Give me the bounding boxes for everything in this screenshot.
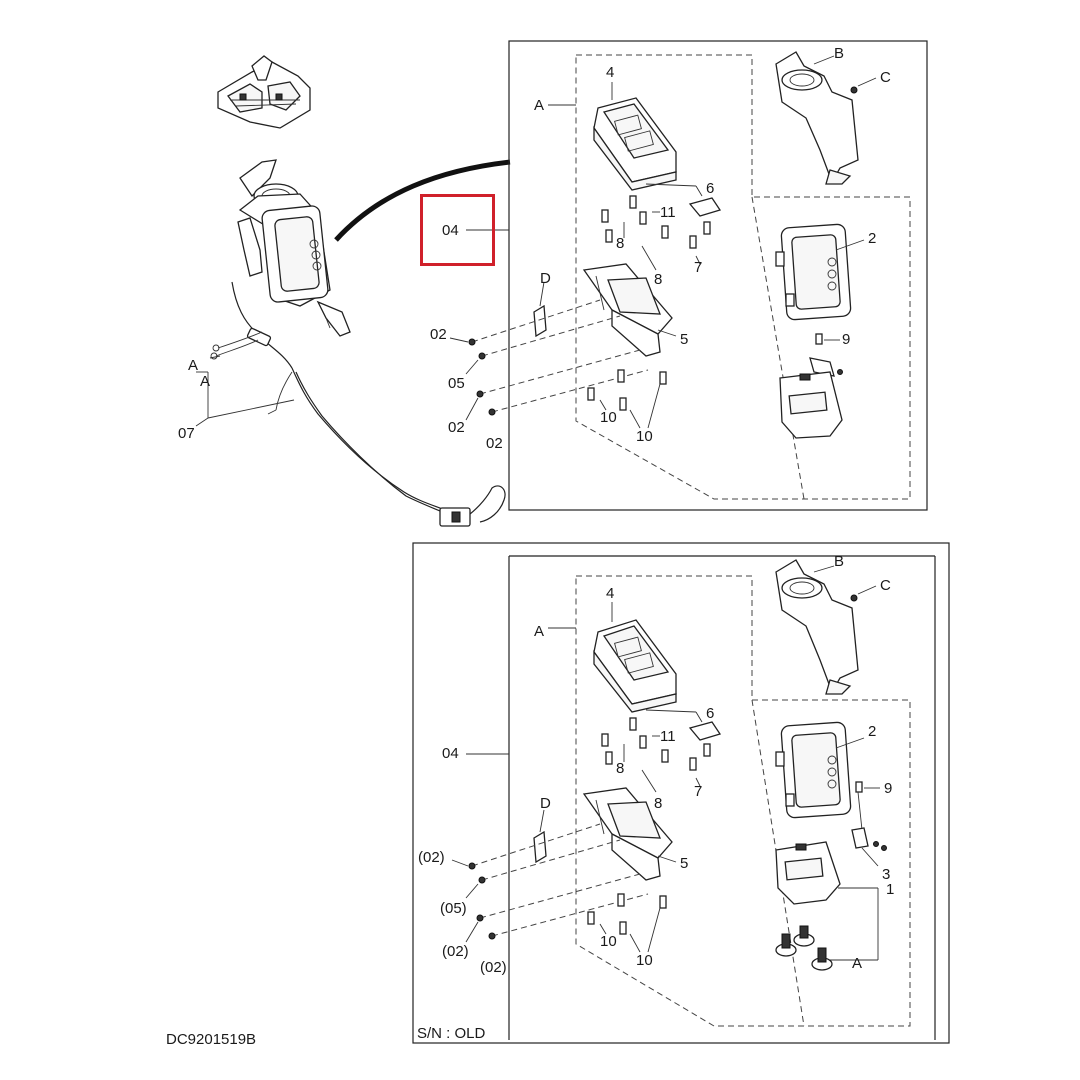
part-10-screws-bottom: [587, 893, 667, 935]
label-11-bottom: 11: [660, 728, 676, 745]
wire-harness-drawing: [210, 281, 506, 527]
label-7-bottom: 7: [694, 783, 702, 800]
part-9-3-bottom: [851, 781, 887, 867]
label-8-b: 8: [654, 271, 662, 288]
label-A-2: A: [200, 373, 210, 390]
bottom-diagram-frame: [412, 542, 950, 1044]
label-02-c-bottom: (02): [480, 959, 507, 976]
bottom-dashed-group: [575, 575, 911, 1027]
screws-bottom: [601, 717, 722, 771]
labels-left: A A 07: [178, 357, 210, 442]
drawing-code: DC9201519B: [166, 1031, 256, 1048]
label-4-bottom: 4: [606, 585, 614, 602]
labels-top-box: A 04 D 02 05 02 02 4 6 11 8 8 7 5 10 10 …: [430, 45, 891, 452]
label-5-bottom: 5: [680, 855, 688, 872]
label-C: C: [880, 69, 891, 86]
label-A-bottom: A: [852, 955, 862, 972]
part-9-screw: [809, 333, 843, 377]
label-7: 7: [694, 259, 702, 276]
label-A: A: [534, 97, 544, 114]
label-04: 04: [442, 222, 459, 239]
label-02-b: 02: [448, 419, 465, 436]
label-04-bottom: 04: [442, 745, 459, 762]
label-02-b-bottom: (02): [442, 943, 469, 960]
top-diagram-frame: [508, 40, 928, 511]
serial-note: S/N : OLD: [417, 1025, 486, 1042]
label-07: 07: [178, 425, 195, 442]
label-A-bottom-box: A: [534, 623, 544, 640]
label-11: 11: [660, 204, 676, 221]
label-6: 6: [706, 180, 714, 197]
part-2-panel-bottom: [775, 721, 852, 819]
label-B-bottom: B: [834, 553, 844, 570]
console-assembly-drawing: [237, 159, 351, 337]
knobs-bottom: [775, 925, 833, 971]
label-05-bottom: (05): [440, 900, 467, 917]
label-2-bottom: 2: [868, 723, 876, 740]
part-2-panel: [775, 223, 852, 321]
label-B: B: [834, 45, 844, 62]
label-8-a: 8: [616, 235, 624, 252]
label-D-bottom: D: [540, 795, 551, 812]
part-5-bracket: [582, 263, 673, 357]
part-B-lever-bottom: [775, 559, 859, 695]
label-8-b-bottom: 8: [654, 795, 662, 812]
label-D: D: [540, 270, 551, 287]
machine-locator-icon: [217, 55, 311, 129]
harness-bracket-07: [195, 355, 295, 427]
part-D-clip-bottom: [533, 830, 547, 864]
label-A-1: A: [188, 357, 198, 374]
assembly-leader-curve: [334, 159, 511, 242]
label-2: 2: [868, 230, 876, 247]
part-switch-box-bottom: [775, 841, 841, 905]
label-1-bottom: 1: [886, 881, 894, 898]
part-D-clip: [533, 304, 547, 338]
part-10-screws: [587, 369, 667, 411]
label-3-bottom: 3: [882, 866, 890, 883]
label-05: 05: [448, 375, 465, 392]
label-9: 9: [842, 331, 850, 348]
label-9-bottom: 9: [884, 780, 892, 797]
label-02-a: 02: [430, 326, 447, 343]
label-5: 5: [680, 331, 688, 348]
label-6-bottom: 6: [706, 705, 714, 722]
labels-bottom-box: A 04 D (02) (05) (02) (02) 4 6 11 8 8 7 …: [417, 553, 894, 1042]
label-10-b: 10: [636, 428, 653, 445]
part-5-bracket-bottom: [582, 787, 673, 881]
part-4-tray: [593, 97, 677, 191]
label-10-a-bottom: 10: [600, 933, 617, 950]
highlight-04-box: [420, 194, 495, 266]
label-8-a-bottom: 8: [616, 760, 624, 777]
label-4: 4: [606, 64, 614, 81]
part-B-lever: [775, 51, 859, 185]
label-10-a: 10: [600, 409, 617, 426]
screws-top: [601, 195, 722, 249]
label-02-c: 02: [486, 435, 503, 452]
part-4-tray-bottom: [593, 619, 677, 713]
label-02-a-bottom: (02): [418, 849, 445, 866]
label-10-b-bottom: 10: [636, 952, 653, 969]
part-switch-box-top: [779, 371, 843, 439]
label-C-bottom: C: [880, 577, 891, 594]
